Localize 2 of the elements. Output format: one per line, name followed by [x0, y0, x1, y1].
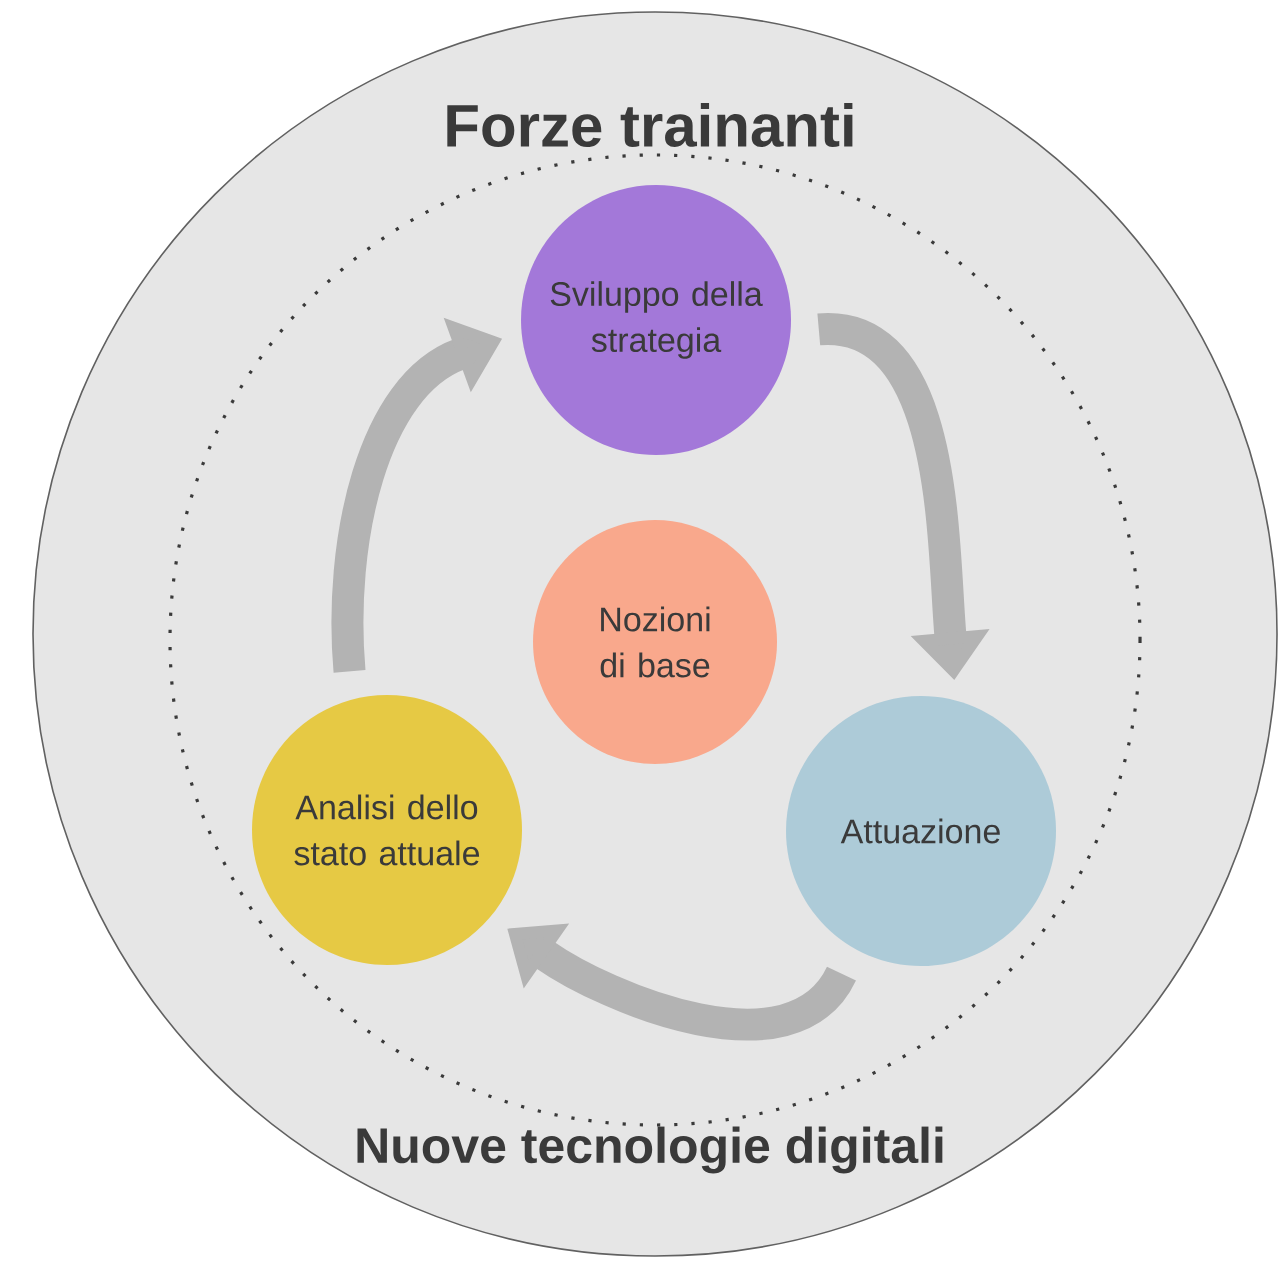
ring-title: Nuove tecnologie digitali [357, 1126, 943, 1174]
ring-title: Forze trainanti [447, 102, 853, 148]
